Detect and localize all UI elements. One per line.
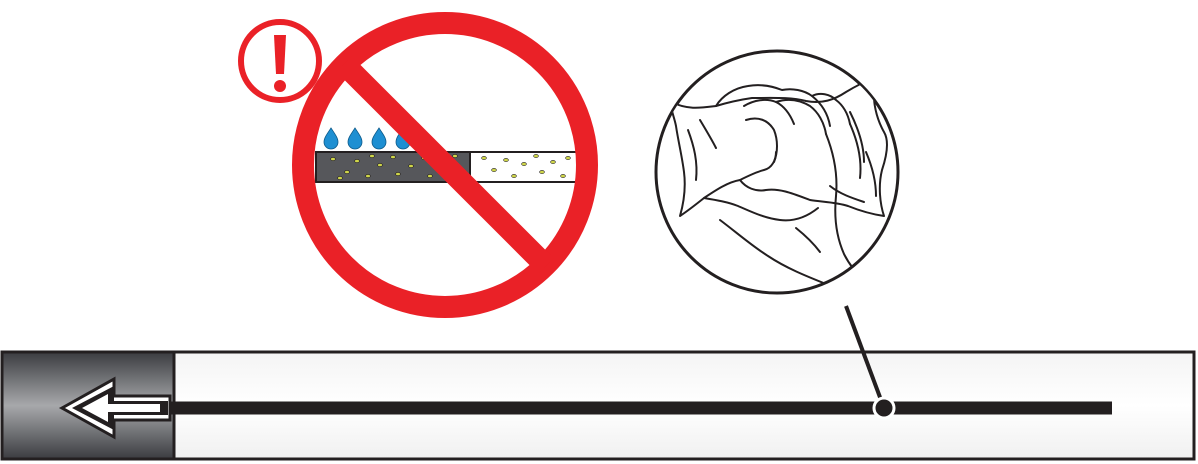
hand-squeezing-pillow-icon — [656, 51, 898, 300]
exclamation-icon — [241, 22, 319, 100]
prohibited-wet-filter — [303, 23, 587, 307]
